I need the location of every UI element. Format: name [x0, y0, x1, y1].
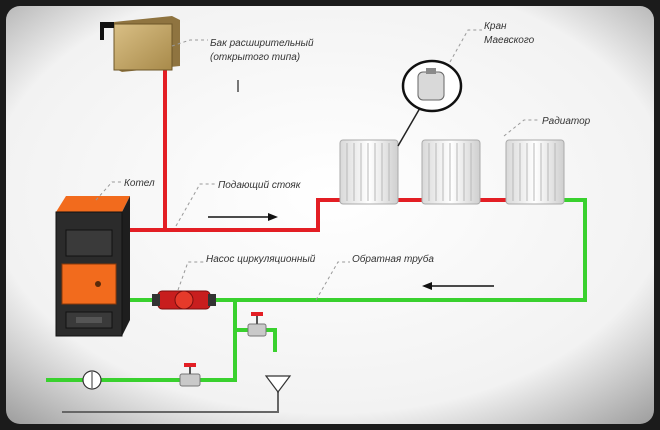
- radiator-icon: [505, 139, 565, 205]
- expansion-tank-icon: [100, 16, 180, 72]
- valve-label-line1: Кран: [484, 21, 507, 32]
- ball-valve-icon: [179, 363, 201, 387]
- drain-funnel-icon: [264, 375, 292, 393]
- boiler-icon: [55, 196, 130, 337]
- radiator-icon: [421, 139, 481, 205]
- return-feed-line: [46, 328, 237, 382]
- leader-tank: [171, 39, 208, 47]
- return-main-pipe: [123, 198, 587, 302]
- leader-radiator: [503, 119, 540, 137]
- drain-line: [62, 392, 279, 413]
- ball-valve-icon: [247, 312, 267, 337]
- diagram-background: [6, 6, 654, 424]
- leader-boiler: [95, 181, 122, 201]
- flow-arrow-icon: [422, 282, 494, 290]
- flow-arrow-icon: [208, 213, 278, 221]
- flow-meter-icon: [82, 370, 102, 390]
- radiator-icon: [339, 139, 399, 205]
- supply-riser-label: Подающий стояк: [218, 180, 302, 191]
- leader-return-pipe: [315, 261, 350, 301]
- valve-label-line2: Маевского: [484, 35, 535, 46]
- tank-label-line2: (открытого типа): [210, 52, 300, 63]
- pump-label: Насос циркуляционный: [206, 254, 316, 265]
- leader-supply-riser: [175, 183, 216, 227]
- return-pipe-label: Обратная труба: [352, 253, 434, 265]
- radiator-label: Радиатор: [542, 116, 591, 127]
- leader-lines: [95, 29, 540, 301]
- mayevsky-valve-icon: [397, 59, 463, 147]
- supply-main-pipe: [123, 198, 344, 232]
- pump-icon: [152, 290, 216, 310]
- tank-label-line1: Бак расширительный: [210, 38, 314, 49]
- boiler-label: Котел: [124, 178, 155, 189]
- leader-valve: [449, 29, 482, 63]
